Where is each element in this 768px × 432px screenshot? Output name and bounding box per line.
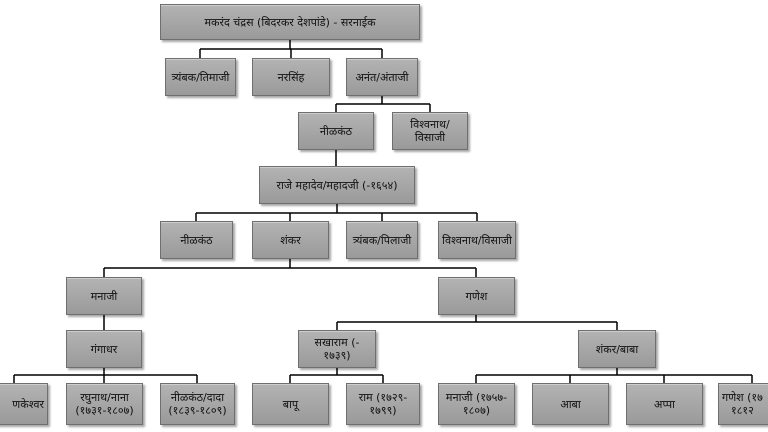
node-gen6-2: सखाराम (-१७३९) xyxy=(298,330,376,368)
node-gen7-7: आबा xyxy=(532,383,609,425)
node-gen7-2: रघुनाथ/नाना(१७३१-१८०७) xyxy=(66,383,143,425)
node-gen4-2: शंकर xyxy=(252,221,329,259)
node-gen6-3: शंकर/बाबा xyxy=(578,330,656,368)
node-gen1-1: त्र्यंबक/तिमाजी xyxy=(165,58,236,96)
node-gen4-3: त्र्यंबक/पिलाजी xyxy=(346,221,418,259)
node-gen2-2: विश्वनाथ/विसाजी xyxy=(392,112,468,150)
node-gen7-8: अप्पा xyxy=(626,383,703,425)
node-gen7-1: णकेश्वर xyxy=(0,383,48,425)
node-gen7-5: राम (१७२९-१७९९) xyxy=(346,383,420,425)
node-gen3: राजे महादेव/महादजी (-१६५४) xyxy=(259,166,415,204)
node-gen5-1: मनाजी xyxy=(66,277,142,315)
node-gen5-2: गणेश xyxy=(438,277,515,315)
node-gen1-2: नरसिंह xyxy=(252,58,330,96)
node-gen4-1: नीळकंठ xyxy=(160,221,233,259)
node-gen7-4: बापू xyxy=(252,383,329,425)
node-gen6-1: गंगाधर xyxy=(66,330,142,368)
node-gen7-3: नीळकंठ/दादा(१८३९-१८०९) xyxy=(160,383,235,425)
node-gen2-1: नीळकंठ xyxy=(298,112,374,150)
node-gen1-3: अनंत/अंताजी xyxy=(346,58,418,96)
node-gen4-4: विश्वनाथ/विसाजी xyxy=(438,221,516,259)
node-gen7-6: मनाजी (१७५७-१८०७) xyxy=(438,383,515,425)
node-root: मकरंद चंद्रस (बिदरकर देशपांडे) - सरनाईक xyxy=(160,4,420,40)
